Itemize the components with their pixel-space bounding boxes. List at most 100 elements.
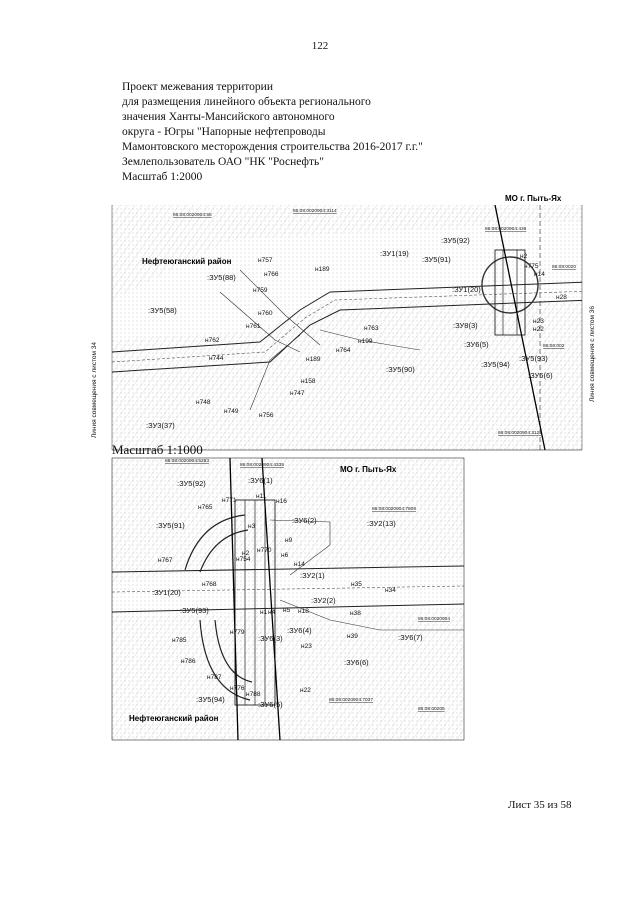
zu-label: :ЗУ3(37) — [146, 421, 175, 430]
page-number: 122 — [311, 40, 329, 52]
point-label: н759 — [253, 287, 268, 294]
point-label: н28 — [556, 294, 567, 301]
point-label: н158 — [301, 378, 316, 385]
zu-label: :ЗУ5(92) — [177, 479, 206, 488]
zu-label: :ЗУ6(5) — [258, 700, 283, 709]
zu-label: :ЗУ5(58) — [148, 306, 177, 315]
title-line: округа - Югры "Напорные нефтепроводы — [122, 126, 326, 138]
point-label: н763 — [364, 325, 379, 332]
title-line: значения Ханты-Мансийского автономного — [122, 111, 335, 123]
sheet-counter: Лист 35 из 58 — [508, 799, 572, 811]
title-line: Проект межевания территории — [122, 81, 273, 93]
zu-label: :ЗУ6(1) — [248, 476, 273, 485]
cadastral-number: 86:08:0020904 — [418, 616, 450, 622]
zu-label: :ЗУ5(94) — [196, 695, 225, 704]
point-label: н786 — [181, 658, 196, 665]
cadastral-number: 86:08:0020904:7037 — [329, 697, 373, 703]
point-label: н39 — [347, 633, 358, 640]
zu-label: :ЗУ6(5) — [464, 340, 489, 349]
point-label: н199 — [358, 338, 373, 345]
zu-label: :ЗУ8(3) — [453, 321, 478, 330]
zu-label: :ЗУ2(2) — [311, 596, 336, 605]
point-label: н22 — [300, 687, 311, 694]
cadastral-number: 86:08:002 — [543, 343, 565, 349]
zu-label: :ЗУ2(13) — [367, 519, 396, 528]
point-label: н16 — [276, 498, 287, 505]
cadastral-number: 86:08:0020904:7809 — [372, 506, 416, 512]
cadastral-number: 86:08:0020904:5263 — [165, 458, 209, 464]
point-label: н788 — [246, 691, 261, 698]
zu-label: :ЗУ6(2) — [292, 516, 317, 525]
point-label: н748 — [196, 399, 211, 406]
point-label: н779 — [230, 629, 245, 636]
zu-label: :ЗУ1(20) — [452, 285, 481, 294]
point-label: н775 — [524, 263, 539, 270]
cadastral-number: 86:08:0020904:58 — [173, 212, 212, 218]
title-line: Землепользователь ОАО "НК "Роснефть" — [122, 156, 324, 168]
point-label: н787 — [207, 674, 222, 681]
point-label: н34 — [385, 587, 396, 594]
point-label: н2 — [520, 253, 528, 260]
cadastral-number: 86:08:0020904:4335 — [240, 462, 284, 468]
point-label: н776 — [230, 685, 245, 692]
region-label-2: Нефтеюганский район — [129, 714, 219, 723]
mo-label-1: МО г. Пыть-Ях — [505, 194, 562, 203]
region-label-1: Нефтеюганский район — [142, 257, 232, 266]
zu-label: :ЗУ1(20) — [152, 588, 181, 597]
zu-label: :ЗУ5(91) — [156, 521, 185, 530]
zu-label: :ЗУ6(6) — [528, 371, 553, 380]
point-label: н785 — [172, 637, 187, 644]
zu-label: :ЗУ5(93) — [180, 606, 209, 615]
point-label: н749 — [224, 408, 239, 415]
scale-label-2: Масштаб 1:1000 — [112, 442, 203, 457]
zu-label: :ЗУ6(4) — [287, 626, 312, 635]
point-label: н756 — [259, 412, 274, 419]
point-label: н768 — [202, 581, 217, 588]
zu-label: :ЗУ6(3) — [258, 634, 283, 643]
point-label: н5 — [283, 607, 291, 614]
point-label: н766 — [264, 271, 279, 278]
cadastral-number: 86:08:0020 — [552, 264, 576, 270]
zu-label: :ЗУ5(91) — [422, 255, 451, 264]
point-label: н3 — [248, 523, 256, 530]
point-label: н762 — [205, 337, 220, 344]
scale-label: Масштаб 1:2000 — [122, 171, 203, 183]
zu-label: :ЗУ5(88) — [207, 273, 236, 282]
point-label: н9 — [285, 537, 293, 544]
cadastral-number: 86:08:0020904:3114 — [293, 208, 337, 214]
point-label: н14 — [294, 561, 305, 568]
zu-label: :ЗУ5(93) — [519, 354, 548, 363]
point-label: н744 — [209, 355, 224, 362]
zu-label: :ЗУ6(6) — [344, 658, 369, 667]
point-label: н771 — [222, 497, 237, 504]
sheet-join-right: Линия совмещения с листом 36 — [589, 306, 596, 402]
zu-label: :ЗУ5(94) — [481, 360, 510, 369]
point-label: н1 — [260, 609, 268, 616]
zu-label: :ЗУ1(19) — [380, 249, 409, 258]
point-label: н757 — [258, 257, 273, 264]
point-label: н760 — [258, 310, 273, 317]
point-label: н18 — [298, 608, 309, 615]
mo-label-2: МО г. Пыть-Ях — [340, 465, 397, 474]
point-label: н764 — [336, 347, 351, 354]
zu-label: :ЗУ5(92) — [441, 236, 470, 245]
point-label: н765 — [198, 504, 213, 511]
zu-label: :ЗУ6(7) — [398, 633, 423, 642]
point-label: н2 — [242, 550, 250, 557]
point-label: н23 — [301, 643, 312, 650]
point-label: н770 — [257, 547, 272, 554]
cadastral-number: 86:08:00205 — [418, 706, 445, 712]
sheet-join-left: Линия совмещения с листом 34 — [91, 342, 98, 438]
point-label: н6 — [281, 552, 289, 559]
point-label: н189 — [306, 356, 321, 363]
point-label: н35 — [351, 581, 362, 588]
point-label: н189 — [315, 266, 330, 273]
point-label: н747 — [290, 390, 305, 397]
title-block: Проект межевания территории для размещен… — [122, 80, 423, 185]
point-label: н754 — [236, 556, 251, 563]
point-label: н4 — [268, 609, 276, 616]
point-label: н38 — [350, 610, 361, 617]
point-label: н761 — [246, 323, 261, 330]
zu-label: :ЗУ5(90) — [386, 365, 415, 374]
